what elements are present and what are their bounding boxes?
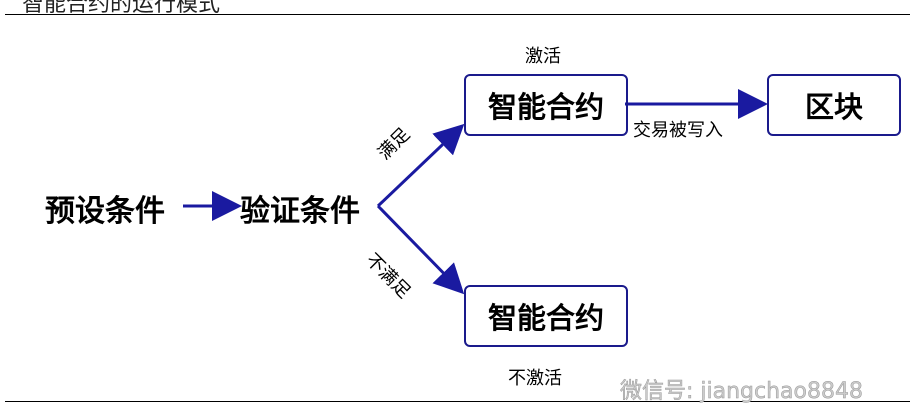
label-not-activate: 不激活 (508, 368, 562, 389)
bottom-divider (5, 401, 910, 402)
label-activate: 激活 (525, 46, 561, 67)
node-smart-contract-inactive: 智能合约 (464, 285, 628, 347)
label-tx-written: 交易被写入 (633, 120, 723, 141)
watermark: 微信号: jiangchao8848 (620, 379, 864, 405)
node-smart-contract-active: 智能合约 (464, 74, 628, 136)
arrow-satisfied (376, 123, 465, 208)
arrow-not-satisfied (376, 204, 465, 295)
node-block: 区块 (767, 74, 901, 136)
node-preset-condition: 预设条件 (45, 194, 165, 229)
node-verify-condition: 验证条件 (240, 194, 360, 229)
top-divider (5, 14, 910, 15)
diagram-title: 智能合约的运行模式 (22, 0, 221, 17)
